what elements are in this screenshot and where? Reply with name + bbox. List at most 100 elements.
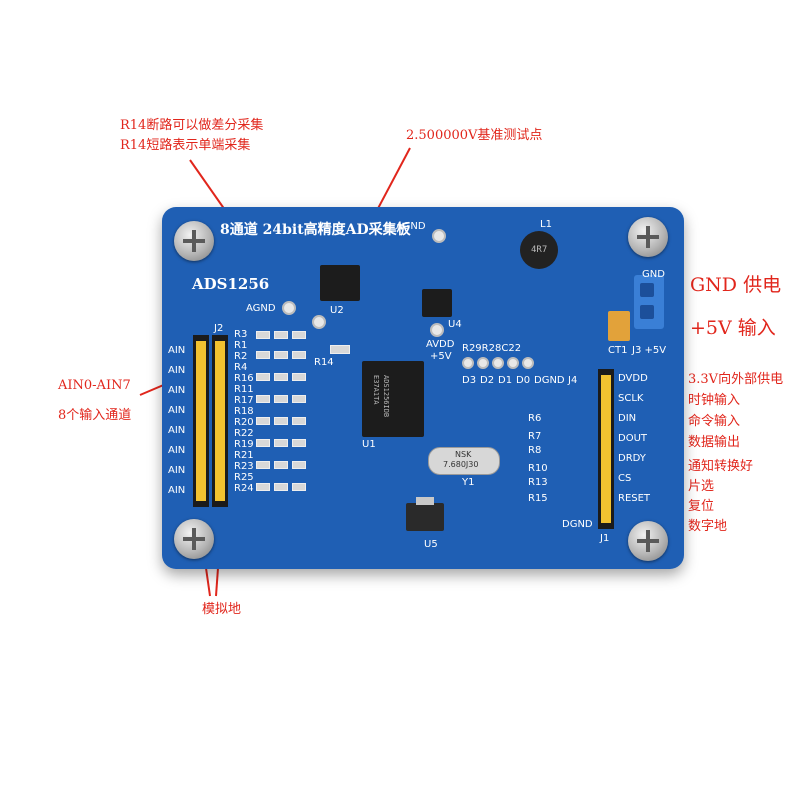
- smd-resistor: [274, 351, 288, 359]
- resistor-label: R19: [234, 439, 254, 450]
- j4-label: J4: [568, 375, 578, 386]
- resistor-label: R22: [234, 428, 254, 439]
- plus5v-label: +5V: [430, 351, 452, 362]
- r14-resistor[interactable]: [330, 345, 350, 354]
- smd-resistor: [256, 351, 270, 359]
- y1-crystal: NSK 7.680J30: [428, 447, 500, 475]
- resistor-label: R10: [528, 463, 548, 474]
- ain-label: AIN: [168, 425, 186, 436]
- gnd-supply-note: GND 供电: [690, 274, 782, 296]
- smd-resistor: [256, 331, 270, 339]
- j1-label: J1: [600, 533, 610, 544]
- j4-pin-d0: D0: [516, 375, 531, 386]
- cs-note: 片选: [688, 479, 715, 494]
- agnd-pin-header[interactable]: [212, 335, 228, 507]
- resistor-label: R4: [234, 362, 248, 373]
- j4-pad[interactable]: [477, 357, 489, 369]
- j1-pin-drdy: DRDY: [618, 453, 646, 464]
- plus5v-terminal[interactable]: [640, 305, 654, 319]
- smd-resistor: [292, 417, 306, 425]
- j3-label: J3 +5V: [632, 345, 667, 356]
- j4-pad[interactable]: [462, 357, 474, 369]
- ain-label: AIN: [168, 485, 186, 496]
- power-gnd-label: GND: [642, 269, 665, 280]
- j4-pin-d2: D2: [480, 375, 495, 386]
- smd-resistor: [292, 373, 306, 381]
- smd-resistor: [292, 331, 306, 339]
- screw-top-left-icon: [174, 221, 214, 261]
- board-title: 8通道 24bit高精度AD采集板: [220, 222, 411, 238]
- avdd-test-pad[interactable]: [430, 323, 444, 337]
- smd-resistor: [274, 417, 288, 425]
- reference-test-point-note: 2.500000V基准测试点: [406, 128, 543, 143]
- reference-test-pad[interactable]: [312, 315, 326, 329]
- u5-label: U5: [424, 539, 438, 550]
- resistor-label: R2: [234, 351, 248, 362]
- j4-pin-d3: D3: [462, 375, 477, 386]
- smd-resistor: [256, 461, 270, 469]
- agnd-test-pad[interactable]: [432, 229, 446, 243]
- reset-note: 复位: [688, 499, 715, 514]
- avdd-label: AVDD: [426, 339, 455, 350]
- ain-range-note: AIN0-AIN7: [58, 378, 131, 393]
- u5-regulator: [406, 497, 444, 531]
- u4-label: U4: [448, 319, 462, 330]
- power-connector[interactable]: [634, 275, 664, 329]
- din-note: 命令输入: [688, 414, 741, 429]
- drdy-note: 通知转换好: [688, 459, 754, 474]
- smd-resistor: [274, 461, 288, 469]
- crystal-brand: NSK: [455, 450, 472, 459]
- smd-resistor: [292, 461, 306, 469]
- j4-pad[interactable]: [507, 357, 519, 369]
- resistor-label: R16: [234, 373, 254, 384]
- smd-resistor: [256, 395, 270, 403]
- smd-resistor: [256, 373, 270, 381]
- smd-resistor: [274, 395, 288, 403]
- smd-resistor: [274, 373, 288, 381]
- smd-resistor: [292, 351, 306, 359]
- ain-pin-row: [196, 341, 206, 501]
- ct1-tantalum-capacitor: [608, 311, 630, 341]
- resistor-label: R11: [234, 384, 254, 395]
- smd-resistor: [292, 483, 306, 491]
- digital-pin-header[interactable]: [598, 369, 614, 529]
- inductor-text: 4R7: [531, 245, 548, 255]
- j1-dgnd-label: DGND: [562, 519, 593, 530]
- resistor-label: R3: [234, 329, 248, 340]
- resistor-label: R13: [528, 477, 548, 488]
- r29-label: R29R28C22: [462, 343, 522, 354]
- u5-tab: [416, 497, 434, 505]
- j4-pad[interactable]: [522, 357, 534, 369]
- screw-bottom-left-icon: [174, 519, 214, 559]
- agnd-test-pad[interactable]: [282, 301, 296, 315]
- j1-pin-dout: DOUT: [618, 433, 647, 444]
- ain-label: AIN: [168, 385, 186, 396]
- l1-inductor: 4R7: [520, 231, 558, 269]
- j1-pin-dvdd: DVDD: [618, 373, 648, 384]
- resistor-label: R15: [528, 493, 548, 504]
- ain-label: AIN: [168, 365, 186, 376]
- smd-resistor: [274, 331, 288, 339]
- ads-chip-code: E37A1TA: [372, 375, 380, 405]
- smd-bank-left: [256, 329, 316, 499]
- smd-resistor: [274, 483, 288, 491]
- resistor-label: R24: [234, 483, 254, 494]
- smd-resistor: [256, 439, 270, 447]
- resistor-label: R23: [234, 461, 254, 472]
- resistor-label: R8: [528, 445, 542, 456]
- j1-pin-sclk: SCLK: [618, 393, 644, 404]
- resistor-label: R6: [528, 413, 542, 424]
- ain-pin-header[interactable]: [193, 335, 209, 507]
- j2-label: J2: [214, 323, 224, 334]
- pcb-board: 8通道 24bit高精度AD采集板 ADS1256 AIN AIN AIN AI…: [162, 207, 684, 569]
- ain-label: AIN: [168, 445, 186, 456]
- smd-resistor: [292, 395, 306, 403]
- j1-pin-reset: RESET: [618, 493, 651, 504]
- j4-pad[interactable]: [492, 357, 504, 369]
- resistor-label: R18: [234, 406, 254, 417]
- resistor-label: R7: [528, 431, 542, 442]
- dout-note: 数据输出: [688, 435, 741, 450]
- r14-differential-note: R14断路可以做差分采集: [120, 118, 264, 133]
- screw-top-right-icon: [628, 217, 668, 257]
- gnd-terminal[interactable]: [640, 283, 654, 297]
